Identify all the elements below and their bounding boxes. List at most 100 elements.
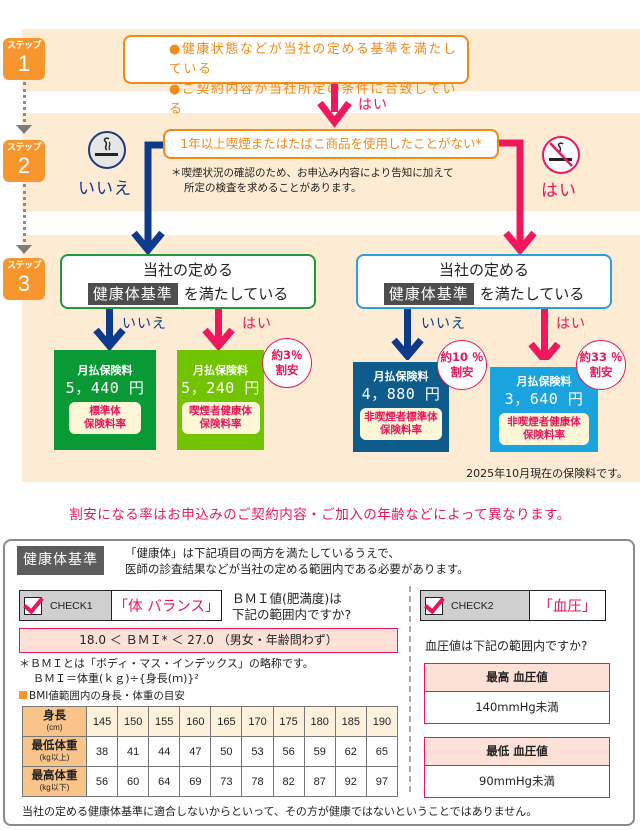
row-header: 身長(cm) (22, 706, 87, 737)
health-criteria-box-smoker: 当社の定める 健康体基準を満たしている (60, 254, 316, 309)
step1-yes-label: はい (358, 97, 388, 113)
premium-nonsmoker-standard: 月払保険料 4，880 円 非喫煙者標準体保険料率 (353, 362, 449, 452)
panel-footnote: 当社の定める健康体基準に適合しないからといって、その方が健康ではないということで… (22, 805, 538, 818)
step2-question-box: 1年以上喫煙またはたばこ商品を使用したことがない* (163, 129, 499, 159)
table-cell: 44 (148, 736, 181, 767)
table-cell: 150 (117, 706, 150, 737)
diastolic-box: 最低 血圧値 90mmHg未満 (424, 737, 610, 798)
table-cell: 56 (85, 766, 119, 797)
step3-right-yes-label: はい (556, 316, 586, 332)
discount-badge: 約33 ％割安 (576, 340, 626, 390)
table-cell: 170 (241, 706, 274, 737)
step-connector (23, 82, 26, 122)
table-cell: 78 (241, 766, 274, 797)
table-cell: 47 (179, 736, 212, 767)
rate-type: 標準体保険料率 (69, 402, 141, 434)
step1-conditions-box: ●健康状態などが当社の定める基準を満たしている ●ご契約内容が当社所定の条件に合… (123, 35, 469, 117)
table-cell: 155 (148, 706, 181, 737)
premium-amount: 5，240 円 (181, 379, 260, 397)
check1-header: CHECK1 「体 バランス」 (19, 590, 222, 621)
step-badge-2: ステップ 2 (3, 140, 45, 182)
step-arrow-down-icon (16, 125, 32, 134)
step-connector (23, 184, 26, 242)
as-of-note: 2025年10月現在の保険料です。 (466, 467, 628, 480)
step-badge-3: ステップ 3 (3, 258, 45, 300)
step3-left-yes-label: はい (242, 316, 272, 332)
no-smoking-icon (542, 136, 580, 174)
discount-badge: 約10 ％割安 (437, 340, 487, 390)
table-cell: 160 (179, 706, 212, 737)
check2-header: CHECK2 「血圧」 (420, 590, 606, 621)
bmi-note: ＊ＢＭＩとは「ボディ・マス・インデックス」の略称です。 ＢＭＩ＝体重(ｋｇ)÷{… (19, 657, 314, 685)
section-divider (409, 586, 411, 792)
premium-nonsmoker-healthy: 月払保険料 3，640 円 非喫煙者健康体保険料率 (490, 367, 598, 452)
health-criteria-highlight: 健康体基準 (87, 283, 178, 305)
row-header: 最高体重(kg以下) (22, 766, 87, 797)
table-cell: 165 (210, 706, 243, 737)
table-cell: 175 (272, 706, 305, 737)
step3-right-no-label: いいえ (421, 316, 466, 332)
step2-no-label: いいえ (78, 179, 132, 199)
arrow-step2-no (131, 141, 165, 256)
arrow-step3-left-no (93, 309, 126, 352)
health-criteria-box-nonsmoker: 当社の定める 健康体基準を満たしている (356, 254, 612, 309)
discount-badge: 約3％割安 (262, 338, 312, 388)
bmi-range: 18.0 ＜ ＢＭＩ* ＜ 27.0 （男女・年齢問わず） (19, 628, 398, 653)
row-header: 最低体重(kg以上) (22, 736, 87, 767)
table-cell: 69 (179, 766, 212, 797)
premium-amount: 4，880 円 (361, 385, 441, 403)
table-cell: 190 (365, 706, 399, 737)
arrow-step1-yes (317, 84, 352, 128)
table-cell: 59 (303, 736, 336, 767)
flow-arrows (93, 84, 561, 360)
bmi-question: ＢＭＩ値(肥満度)は 下記の範囲内ですか? (232, 591, 352, 622)
table-cell: 87 (303, 766, 336, 797)
table-cell: 73 (210, 766, 243, 797)
discount-warning: 割安になる率はお申込みのご契約内容・ご加入の年齢などによって異なります。 (69, 507, 571, 523)
table-cell: 180 (303, 706, 336, 737)
step-arrow-down-icon (16, 245, 32, 254)
step2-yes-label: はい (541, 181, 577, 201)
table-cell: 97 (365, 766, 399, 797)
systolic-box: 最高 血圧値 140mmHg未満 (424, 663, 610, 724)
table-cell: 64 (148, 766, 181, 797)
smoking-icon (88, 131, 126, 169)
rate-type: 非喫煙者健康体保険料率 (499, 413, 589, 445)
step2-note: ＊喫煙状況の確認のため、お申込み内容により告知に加えて 所定の検査を求めることが… (171, 167, 454, 194)
step1-condition: ●ご契約内容が当社所定の条件に合致している (169, 82, 457, 117)
table-cell: 65 (365, 736, 399, 767)
step3-left-no-label: いいえ (122, 316, 167, 332)
panel-title: 健康体基準 (17, 546, 104, 575)
rate-type: 喫煙者健康体保険料率 (181, 402, 260, 434)
table-cell: 50 (210, 736, 243, 767)
premium-amount: 3，640 円 (504, 390, 584, 408)
arrow-step3-right-yes (528, 309, 561, 360)
checkmark-icon (425, 596, 443, 615)
blood-pressure-question: 血圧値は下記の範囲内ですか? (425, 639, 588, 653)
table-cell: 82 (272, 766, 305, 797)
premium-smoker-healthy: 月払保険料 5，240 円 喫煙者健康体保険料率 (177, 350, 264, 450)
premium-standard: 月払保険料 5，440 円 標準体保険料率 (54, 350, 156, 450)
table-cell: 185 (334, 706, 367, 737)
table-cell: 92 (334, 766, 367, 797)
check1-title: 「体 バランス」 (113, 599, 220, 615)
bullet-square-icon (19, 691, 27, 699)
step2-question: 1年以上喫煙またはたばこ商品を使用したことがない* (180, 136, 482, 151)
checkmark-icon (24, 596, 42, 615)
premium-amount: 5，440 円 (65, 379, 145, 397)
rate-type: 非喫煙者標準体保険料率 (360, 408, 442, 440)
table-cell: 56 (272, 736, 305, 767)
arrow-step2-yes (499, 139, 537, 256)
table-cell: 41 (117, 736, 150, 767)
table-cell: 38 (85, 736, 119, 767)
panel-description: 「健康体」は下記項目の両方を満たしているうえで、 医師の診査結果などが当社の定め… (125, 546, 469, 576)
step1-condition: ●健康状態などが当社の定める基準を満たしている (169, 42, 458, 77)
table-cell: 145 (85, 706, 119, 737)
arrow-step3-left-yes (202, 309, 235, 352)
check2-title: 「血圧」 (538, 599, 597, 615)
table-cell: 60 (117, 766, 150, 797)
